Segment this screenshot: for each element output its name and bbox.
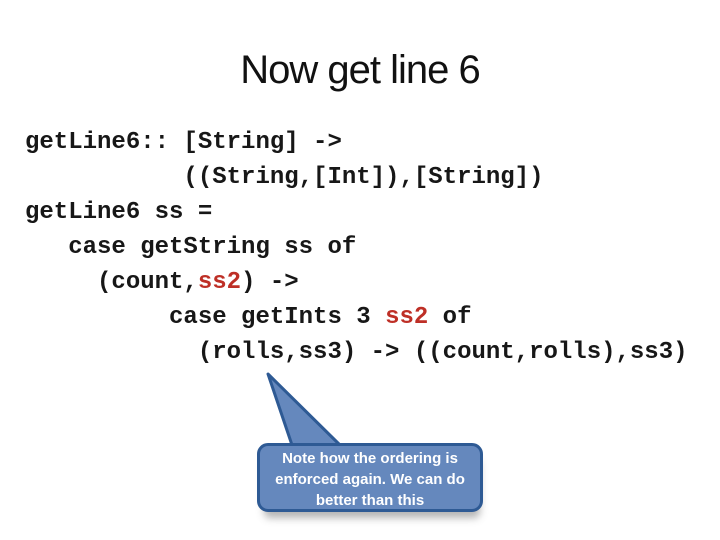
callout-tail-shape [266,372,345,450]
code-text: ) -> [241,269,299,296]
code-text: of [428,304,472,331]
code-block: getLine6:: [String] -> ((String,[Int]),[… [25,125,688,370]
code-line: case getString ss of [25,230,688,265]
code-line: getLine6 ss = [25,195,688,230]
code-highlight: ss2 [385,304,429,331]
code-line: ((String,[Int]),[String]) [25,160,688,195]
callout-box: Note how the ordering is enforced again.… [257,443,483,512]
code-text: ((String,[Int]),[String]) [25,164,544,191]
callout-text-line: better than this [315,492,425,509]
code-text: (rolls,ss3) -> ((count,rolls),ss3) [25,339,688,366]
code-text: getLine6:: [String] -> [25,129,342,156]
code-line: getLine6:: [String] -> [25,125,688,160]
callout-text-line: enforced again. We can do [275,471,465,488]
code-text: (count, [25,269,198,296]
code-highlight: ss2 [197,269,242,296]
code-line: (rolls,ss3) -> ((count,rolls),ss3) [25,335,688,370]
slide-title: Now get line 6 [240,48,480,92]
code-text: getLine6 ss = [25,199,213,226]
code-line: case getInts 3 ss2 of [25,300,688,335]
callout-text-line: Note how the ordering is [282,450,458,467]
code-text: case getInts 3 [25,304,386,331]
code-line: (count,ss2) -> [25,265,688,300]
callout-tail-icon [266,372,345,450]
code-text: case getString ss of [25,234,357,261]
